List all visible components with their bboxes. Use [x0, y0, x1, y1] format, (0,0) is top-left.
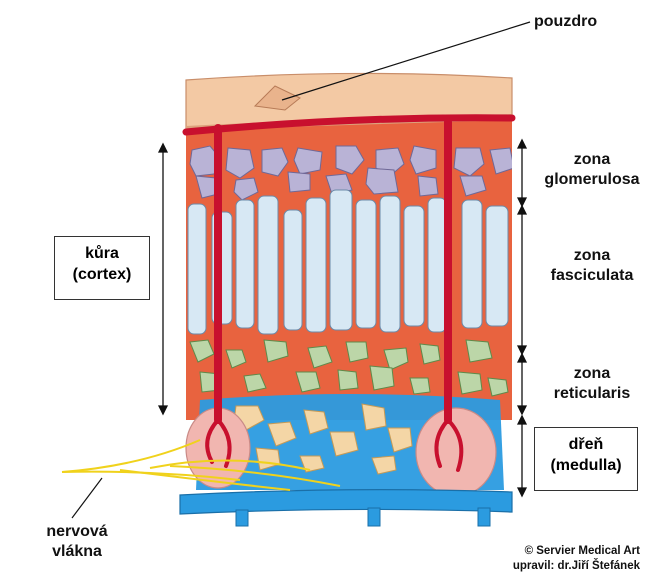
glomerulosa-cells — [189, 145, 512, 201]
cortex-label-line2: (cortex) — [72, 266, 132, 283]
zone-brackets — [516, 138, 528, 498]
central-vein — [179, 489, 513, 527]
fasciculata-line2: fasciculata — [550, 267, 634, 284]
cortex-bracket — [157, 142, 169, 416]
nerve-leader-line — [71, 477, 103, 519]
arteries — [182, 114, 516, 472]
nerve-label: nervová vlákna — [22, 522, 132, 562]
cortex-label-line1: kůra — [85, 245, 119, 262]
nerve-line2: vlákna — [52, 543, 102, 560]
reticularis-line2: reticularis — [553, 385, 631, 402]
credit-line1: © Servier Medical Art — [524, 545, 640, 557]
reticularis-line1: zona — [573, 365, 611, 382]
fasciculata-label: zona fasciculata — [532, 246, 652, 286]
medulla-label-line1: dřeň — [568, 436, 604, 453]
glomerulosa-label: zona glomerulosa — [532, 150, 652, 190]
medulla-label-box: dřeň (medulla) — [534, 427, 638, 491]
nerve-fibers — [61, 439, 341, 491]
cortex-tissue — [186, 120, 512, 420]
cortex-label-box: kůra (cortex) — [54, 236, 150, 300]
glomerulosa-line2: glomerulosa — [544, 171, 640, 188]
medulla-label-line2: (medulla) — [550, 457, 622, 474]
ganglion-right — [415, 407, 497, 497]
reticularis-label: zona reticularis — [532, 364, 652, 404]
fasciculata-line1: zona — [573, 247, 611, 264]
medulla-tissue — [196, 394, 504, 490]
nerve-line1: nervová — [46, 523, 108, 540]
credits: © Servier Medical Art upravil: dr.Jiří Š… — [460, 544, 640, 574]
capsule-leader-line — [281, 21, 531, 101]
fasciculata-cells — [187, 189, 509, 335]
reticularis-cells — [189, 339, 509, 397]
glomerulosa-line1: zona — [573, 151, 611, 168]
credit-line2: upravil: dr.Jiří Štefánek — [512, 560, 640, 572]
capsule-label: pouzdro — [534, 13, 598, 30]
